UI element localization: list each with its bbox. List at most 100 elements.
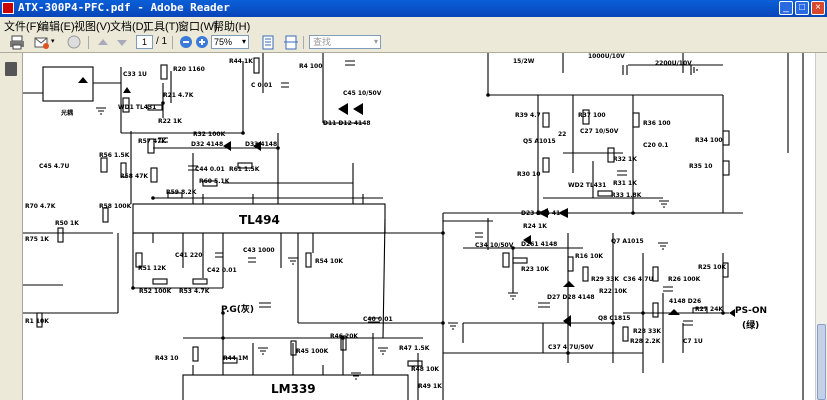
component-label: C27 10/50V (580, 128, 619, 135)
menu-help[interactable]: 帮助(H) (213, 21, 251, 33)
close-button[interactable]: × (811, 1, 825, 15)
component-label: R56 1.5K (99, 152, 130, 159)
menu-edit[interactable]: 编辑(E) (38, 21, 75, 33)
component-label: R33 1.8K (611, 192, 642, 199)
pson-color-label: (绿) (742, 319, 759, 331)
component-label: D11 D12 4148 (323, 120, 371, 127)
circuit-schematic: TL494 LM339 P.G(灰) PS-ON (绿) 光耦 C33 1U R… (23, 53, 804, 400)
component-label: R44 1K (229, 58, 253, 65)
component-label: C37 4.7U/50V (548, 344, 594, 351)
component-label: C41 220 (175, 252, 202, 259)
component-label: D261 4148 (521, 241, 557, 248)
collaborate-icon[interactable] (66, 35, 82, 50)
component-label: C36 4.7U (623, 276, 653, 283)
zoom-select[interactable]: 75% ▾ (211, 35, 249, 49)
document-view[interactable]: TL494 LM339 P.G(灰) PS-ON (绿) 光耦 C33 1U R… (23, 53, 815, 400)
menu-document[interactable]: 文档(D) (110, 21, 148, 33)
scrollbar-thumb[interactable] (817, 324, 826, 400)
component-label: R32 1K (613, 156, 637, 163)
component-label: R53 4.7K (179, 288, 210, 295)
component-label: Q7 A1015 (611, 238, 644, 245)
component-label: C34 10/50V (475, 242, 514, 249)
component-label: R61 1.5K (229, 166, 260, 173)
menu-bar: 文件(F) 编辑(E) 视图(V) 文档(D) 工具(T) 窗口(W) 帮助(H… (0, 17, 827, 34)
component-label: R51 12K (138, 265, 166, 272)
toolbar: ▾ 1 / 1 75%▾ 查找▾ (0, 33, 827, 53)
component-label: R52 100K (139, 288, 172, 295)
fit-page-icon[interactable] (260, 35, 276, 50)
window-title-bar: ATX-300P4-PFC.pdf - Adobe Reader _ □ × (0, 0, 827, 17)
search-placeholder: 查找 (313, 37, 332, 47)
ic-tl494-label: TL494 (239, 213, 280, 227)
component-label: R25 10K (698, 264, 726, 271)
window-title: ATX-300P4-PFC.pdf - Adobe Reader (18, 1, 230, 14)
vertical-scrollbar[interactable] (815, 53, 827, 400)
component-label: R58 100K (99, 203, 132, 210)
optocoupler-label: 光耦 (60, 109, 73, 117)
component-label: R28 33K (633, 328, 661, 335)
print-icon[interactable] (9, 35, 25, 50)
component-label: R1 10K (25, 318, 49, 325)
zoom-in-icon[interactable] (194, 35, 210, 50)
minimize-button[interactable]: _ (779, 1, 793, 15)
component-label: R54 10K (315, 258, 343, 265)
component-label: R22 1K (158, 118, 182, 125)
component-label: R75 1K (25, 236, 49, 243)
component-label: R43 10 (155, 355, 178, 362)
component-label: R27 24K (695, 306, 723, 313)
menu-view[interactable]: 视图(V) (74, 21, 111, 33)
component-label: R22 10K (599, 288, 627, 295)
component-label: R24 1K (523, 223, 547, 230)
component-label: R49 1K (418, 383, 442, 390)
component-label: R58 47K (120, 173, 148, 180)
component-label: R37 100 (578, 112, 606, 119)
chevron-down-icon: ▾ (241, 37, 246, 46)
component-label: R44 1M (223, 355, 248, 362)
menu-tools[interactable]: 工具(T) (143, 21, 180, 33)
next-page-icon[interactable] (114, 35, 130, 50)
component-label: R28 2.2K (630, 338, 661, 345)
component-label: R39 4.7 (515, 112, 541, 119)
menu-file[interactable]: 文件(F) (4, 21, 41, 33)
pages-panel-icon[interactable] (5, 62, 17, 76)
component-label: R36 100 (643, 120, 671, 127)
page-number-input[interactable]: 1 (136, 35, 153, 49)
component-label: R46 20K (330, 333, 358, 340)
zoom-value: 75% (214, 37, 233, 47)
previous-page-icon[interactable] (95, 35, 111, 50)
component-label: C33 1U (123, 71, 147, 78)
fit-width-icon[interactable] (283, 35, 299, 50)
component-label: R60 5.1K (199, 178, 230, 185)
component-label: Q8 C1815 (598, 315, 630, 322)
component-label: R23 10K (521, 266, 549, 273)
component-label: WD1 TL431 (118, 104, 156, 111)
component-label: R29 33K (591, 276, 619, 283)
pson-label: PS-ON (735, 306, 767, 316)
component-label: C44 0.01 (195, 166, 225, 173)
chevron-down-icon[interactable]: ▾ (51, 38, 55, 45)
component-label: C40 0.01 (363, 316, 393, 323)
component-label: R70 4.7K (25, 203, 56, 210)
component-label: R45 100K (296, 348, 329, 355)
component-label: R20 1160 (173, 66, 205, 73)
component-label: R59 8.2K (166, 189, 197, 196)
component-label: 15/2W (513, 58, 535, 65)
search-input[interactable]: 查找 ▾ (309, 35, 381, 49)
component-label: Q5 A1015 (523, 138, 556, 145)
component-label: D33 4148 (245, 141, 277, 148)
email-icon[interactable] (34, 35, 50, 50)
chevron-down-icon: ▾ (373, 37, 378, 46)
component-label: R4 100 (299, 63, 322, 70)
component-label: R35 10 (689, 163, 712, 170)
component-label: R47 1.5K (399, 345, 430, 352)
component-label: R21 4.7K (163, 92, 194, 99)
component-label: C 0.01 (251, 82, 272, 89)
component-label: R48 10K (411, 366, 439, 373)
maximize-button[interactable]: □ (795, 1, 809, 15)
navigation-pane (0, 53, 23, 400)
component-label: C45 10/50V (343, 90, 382, 97)
menu-window[interactable]: 窗口(W) (178, 21, 218, 33)
component-label: R57 47K (138, 138, 166, 145)
component-label: R31 1K (613, 180, 637, 187)
zoom-out-icon[interactable] (178, 35, 194, 50)
